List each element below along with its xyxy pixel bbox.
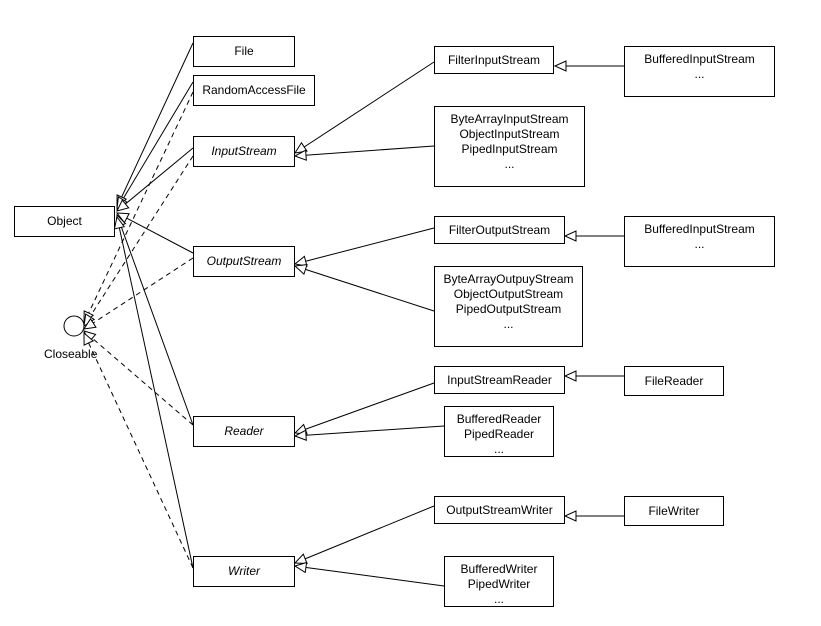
inheritance-arrowhead: [293, 149, 307, 161]
file-writer-class: FileWriter: [624, 496, 724, 526]
ellipsis: ...: [493, 592, 504, 606]
inheritance-line: [116, 81, 194, 210]
class-name: BufferedInputStream: [644, 222, 755, 236]
writer-class: Writer: [193, 556, 295, 587]
class-name: PipedOutputStream: [455, 302, 562, 316]
buffered-input-stream-class: BufferedInputStream ...: [624, 46, 775, 97]
class-name: ByteArrayOutpuyStream: [443, 272, 574, 286]
inheritance-line: [116, 214, 194, 426]
class-name: BufferedReader: [456, 412, 542, 426]
inheritance-line: [294, 61, 435, 154]
realization-line: [83, 330, 194, 426]
input-stream-reader-class: InputStreamReader: [434, 366, 565, 394]
output-stream-writer-class: OutputStreamWriter: [434, 496, 565, 524]
reader-class: Reader: [193, 416, 295, 447]
closeable-interface-label: Closeable: [44, 347, 98, 361]
filter-output-stream-class: FilterOutputStream: [434, 216, 565, 244]
filter-input-stream-class: FilterInputStream: [434, 46, 554, 74]
realization-arrowhead: [82, 317, 97, 330]
file-reader-class: FileReader: [624, 366, 724, 396]
input-stream-subclasses-box: ByteArrayInputStream ObjectInputStream P…: [434, 106, 585, 187]
class-name: PipedReader: [463, 427, 535, 441]
class-name: ByteArrayInputStream: [450, 112, 569, 126]
reader-subclasses-box: BufferedReader PipedReader ...: [444, 406, 554, 457]
inheritance-line: [294, 382, 435, 434]
inheritance-arrowhead: [293, 553, 308, 564]
realization-arrowhead: [83, 331, 95, 346]
inheritance-arrowhead: [293, 264, 308, 276]
random-access-file-class: RandomAccessFile: [193, 75, 315, 106]
realization-line: [83, 91, 194, 324]
inheritance-line: [294, 227, 435, 265]
inheritance-line: [294, 425, 445, 437]
object-class: Object: [14, 206, 115, 237]
class-name: ObjectOutputStream: [453, 287, 564, 301]
input-stream-class: InputStream: [193, 136, 295, 167]
inheritance-arrowhead: [563, 510, 577, 522]
realization-line: [83, 332, 194, 569]
realization-line: [83, 155, 194, 327]
writer-subclasses-box: BufferedWriter PipedWriter ...: [444, 556, 554, 607]
class-name: BufferedWriter: [460, 562, 538, 576]
class-name: PipedWriter: [467, 577, 531, 591]
ellipsis: ...: [503, 317, 514, 331]
inheritance-arrowhead: [115, 212, 130, 224]
inheritance-line: [116, 147, 194, 212]
ellipsis: ...: [694, 67, 705, 81]
ellipsis: ...: [504, 157, 515, 171]
inheritance-arrowhead: [293, 141, 308, 154]
closeable-interface-icon: [63, 315, 85, 337]
inheritance-line: [116, 42, 194, 208]
class-name: BufferedInputStream: [644, 52, 755, 66]
inheritance-arrowhead: [293, 429, 307, 441]
inheritance-line: [116, 212, 194, 254]
inheritance-line: [294, 145, 435, 157]
inheritance-arrowhead: [563, 370, 577, 382]
inheritance-line: [294, 505, 435, 564]
file-class: File: [193, 36, 295, 67]
inheritance-arrowhead: [553, 60, 567, 72]
ellipsis: ...: [694, 237, 705, 251]
inheritance-line: [294, 265, 435, 312]
inheritance-line: [116, 216, 194, 569]
inheritance-arrowhead: [113, 215, 126, 230]
output-stream-class: OutputStream: [193, 246, 295, 277]
inheritance-arrowhead: [116, 199, 130, 212]
inheritance-line: [294, 565, 445, 587]
realization-line: [83, 257, 194, 330]
output-stream-subclasses-box: ByteArrayOutpuyStream ObjectOutputStream…: [434, 266, 583, 347]
ellipsis: ...: [493, 442, 504, 456]
class-name: PipedInputStream: [461, 142, 558, 156]
class-name: ObjectInputStream: [459, 127, 560, 141]
inheritance-arrowhead: [563, 230, 577, 242]
buffered-input-stream-class-2: BufferedInputStream ...: [624, 216, 775, 267]
inheritance-arrowhead: [293, 561, 308, 574]
